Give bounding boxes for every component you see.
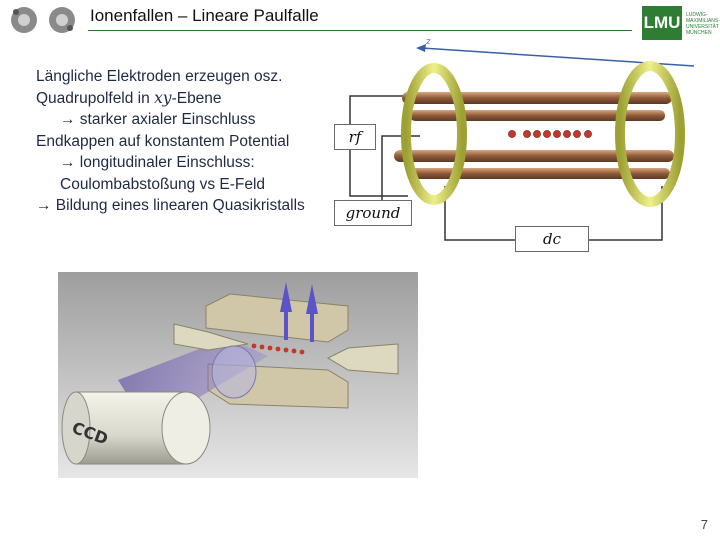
ccd-camera-face — [161, 391, 211, 465]
rod — [402, 92, 672, 104]
ion-chain — [508, 130, 592, 138]
trap-3d-rendering: CCD — [58, 272, 418, 478]
rod — [394, 150, 674, 162]
bullet-line: Quadrupolfeld in xy-Ebene — [36, 88, 336, 110]
page-title: Ionenfallen – Lineare Paulfalle — [90, 6, 319, 25]
header-divider — [88, 30, 632, 31]
paul-trap-diagram: z — [349, 37, 695, 241]
end-cap-right — [326, 343, 399, 375]
bullet-line: → longitudinaler Einschluss: — [60, 154, 255, 171]
math-variable: xy — [154, 88, 172, 107]
dc-label: dc — [515, 226, 589, 252]
z-axis-label: z — [425, 37, 431, 47]
rf-label: rf — [334, 124, 376, 150]
bullet-line: Endkappen auf konstantem Potential — [36, 132, 290, 150]
rod — [410, 110, 665, 121]
lmu-logo-mark: LMU — [642, 6, 682, 40]
rod — [408, 168, 670, 179]
faculty-logo-icon — [11, 7, 75, 33]
laser-arrows — [280, 282, 318, 342]
lmu-logo-subtext: LUDWIG-MAXIMILIANS-UNIVERSITÄT MÜNCHEN — [686, 12, 720, 36]
lmu-logo: LMU LUDWIG-MAXIMILIANS-UNIVERSITÄT MÜNCH… — [642, 6, 720, 40]
bullet-text: -Ebene — [171, 89, 222, 107]
bullet-line: Längliche Elektroden erzeugen osz. — [36, 68, 283, 85]
ground-label: ground — [334, 200, 412, 226]
lens — [211, 345, 257, 399]
ccd-camera-back — [61, 391, 91, 465]
bullet-list: Längliche Elektroden erzeugen osz. Quadr… — [36, 66, 336, 217]
end-cap-ring — [401, 63, 467, 205]
page-number: 7 — [700, 517, 708, 532]
end-cap-ring — [615, 61, 685, 207]
bullet-line: → starker axialer Einschluss — [60, 111, 256, 128]
bullet-line: Coulombabstoßung vs E-Feld — [60, 175, 266, 193]
bullet-line: → Bildung eines linearen Quasikristalls — [36, 197, 305, 214]
ion-chain — [251, 343, 305, 355]
bullet-text: Quadrupolfeld in — [36, 89, 155, 107]
